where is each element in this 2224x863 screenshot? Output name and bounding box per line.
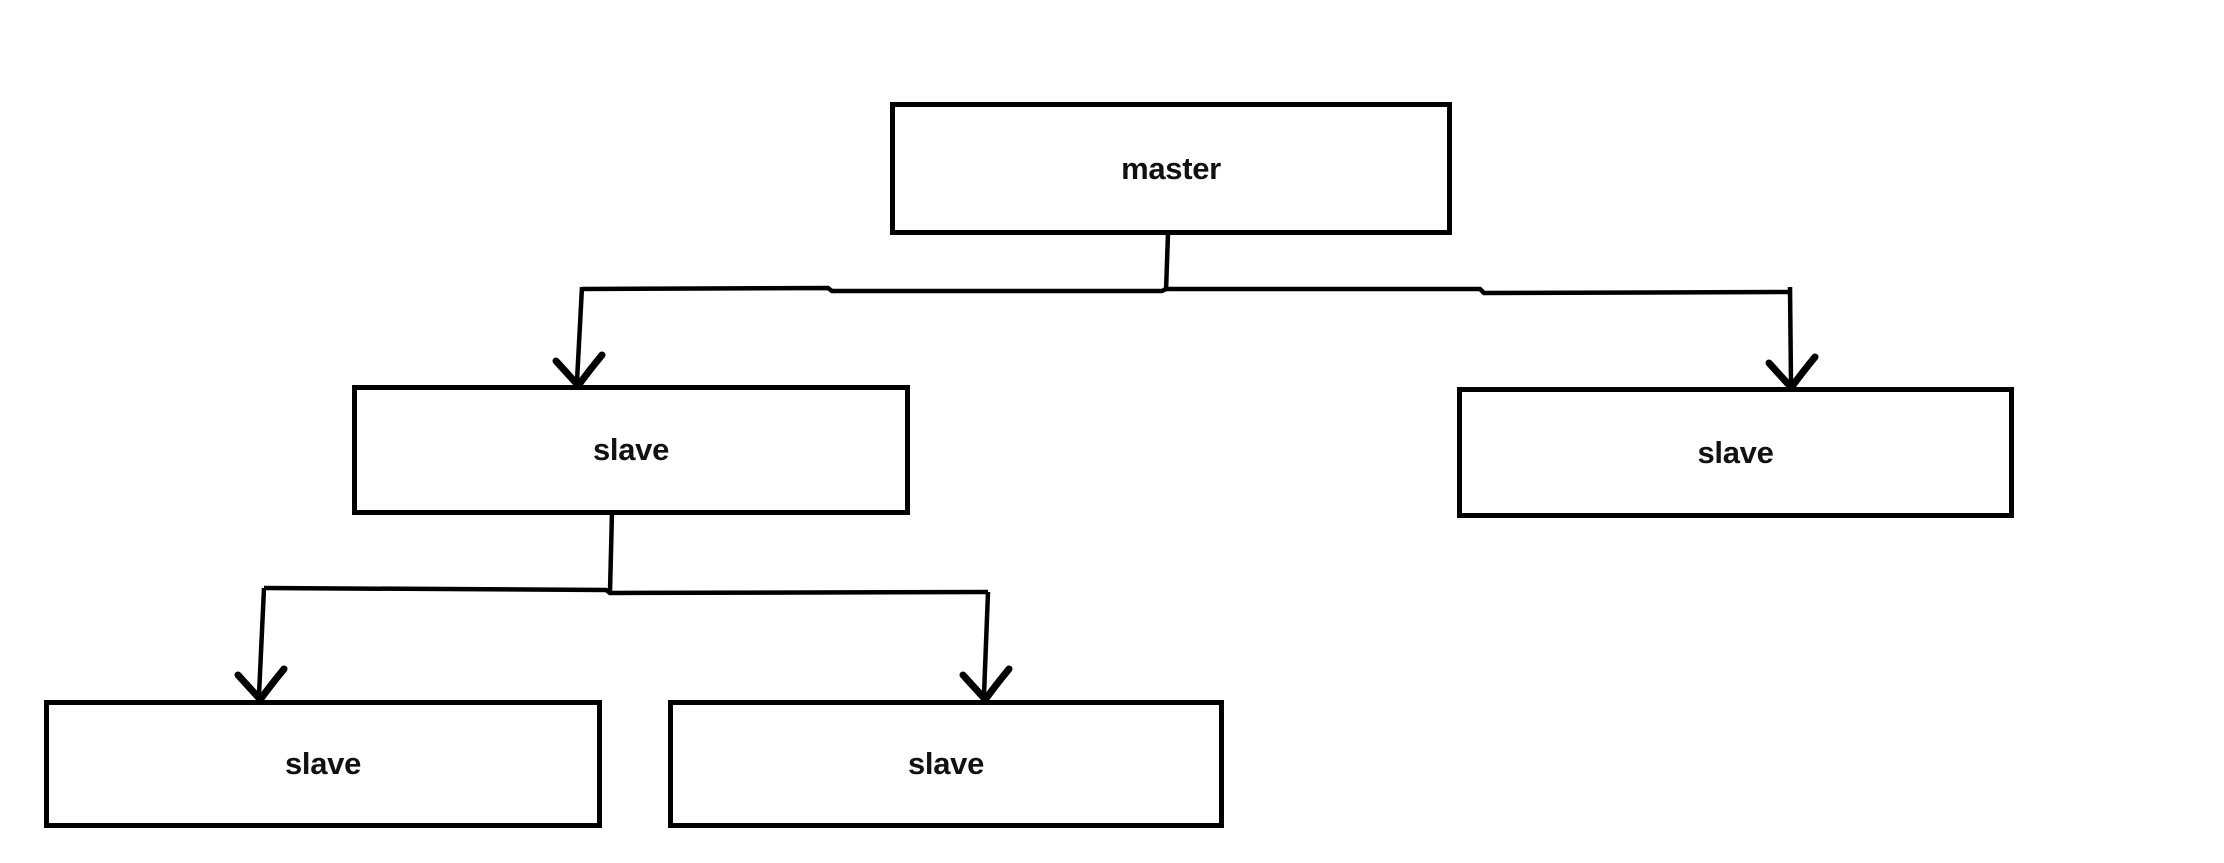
edge-master-to-slave-right (1787, 286, 1794, 384)
edge-slave-left-stem (607, 511, 615, 592)
node-label-master: master (1121, 150, 1221, 186)
diagram-node-slave-bottom-mid: slave (668, 700, 1224, 828)
arrowhead-icon (959, 665, 1013, 704)
node-label-slave-left: slave (592, 432, 670, 467)
edge-slave-to-bottom-mid (981, 591, 991, 696)
edge-level2-rail (581, 285, 1792, 296)
diagram-node-slave-right: slave (1457, 387, 2014, 518)
node-label-slave-bottom-mid: slave (907, 746, 985, 781)
arrowhead-icon (1765, 353, 1819, 392)
node-label-slave-right: slave (1697, 434, 1774, 470)
diagram-node-slave-left: slave (352, 385, 910, 515)
edge-slave-to-bottom-left (256, 587, 267, 696)
diagram-node-slave-bottom-left: slave (44, 700, 602, 828)
node-label-slave-bottom-left: slave (284, 746, 362, 781)
diagram-node-master: master (890, 102, 1452, 235)
edge-level3-rail (263, 585, 989, 596)
edge-master-stem (1163, 232, 1171, 292)
arrowhead-icon (552, 351, 606, 390)
edge-master-to-slave-left (574, 286, 585, 382)
arrowhead-icon (234, 665, 288, 704)
